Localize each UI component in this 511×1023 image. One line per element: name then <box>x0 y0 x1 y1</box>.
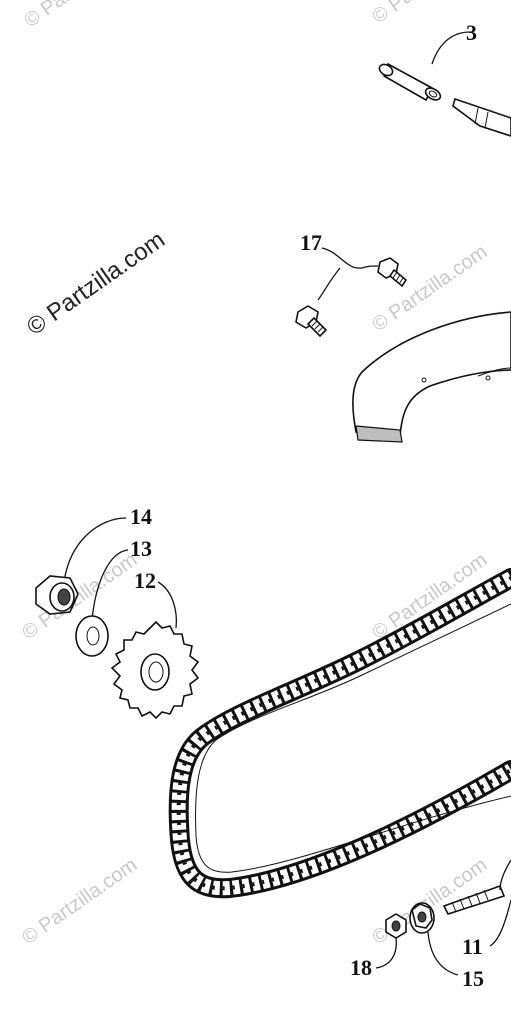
part-3-pin <box>378 31 511 137</box>
watermark-main: © Partzilla.com <box>22 226 170 341</box>
chain-guard <box>352 311 511 443</box>
callout-11: 11 <box>462 934 483 959</box>
part-18-nut <box>375 913 407 969</box>
callout-13: 13 <box>130 536 152 561</box>
callout-12: 12 <box>134 568 156 593</box>
part-15-flange-nut <box>409 902 459 976</box>
part-13-washer <box>75 549 129 657</box>
callout-17: 17 <box>300 230 322 255</box>
callout-18: 18 <box>350 955 372 980</box>
part-14-nut <box>35 517 127 615</box>
part-17-bolts <box>295 247 408 338</box>
callout-15: 15 <box>462 966 484 991</box>
part-11-stud <box>442 859 511 947</box>
drive-chain <box>168 568 511 899</box>
callout-3: 3 <box>466 20 477 45</box>
callout-14: 14 <box>130 504 152 529</box>
watermark-top-left: © Partzilla.com <box>20 0 143 32</box>
faint-watermarks: © Partzilla.com © Partzilla.com © Partzi… <box>18 0 491 949</box>
part-12-sprocket <box>110 581 200 720</box>
watermark-left-low: © Partzilla.com <box>18 854 141 949</box>
